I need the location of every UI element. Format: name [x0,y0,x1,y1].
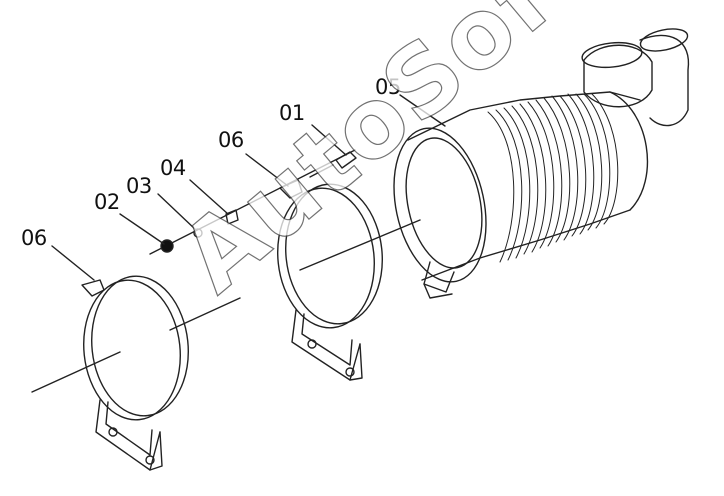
air-filter-body [381,25,690,298]
leader-05 [400,95,445,126]
bolt-axis-line [150,150,355,254]
label-01: 01 [279,101,305,125]
nut-part [161,240,173,252]
clamp-left [77,271,195,470]
label-05: 05 [375,75,401,99]
label-02: 02 [94,190,120,214]
leader-01 [312,125,346,155]
spring-washer-part [226,210,238,224]
clamp-right [271,179,389,380]
leader-06-left [52,246,94,280]
leader-06-right [246,154,288,186]
leader-03 [158,194,196,230]
label-06-right: 06 [218,128,244,152]
leader-02 [120,214,164,244]
label-04: 04 [160,156,186,180]
label-03: 03 [126,174,152,198]
flat-washer-part [194,229,202,237]
leader-04 [190,180,228,214]
label-06-left: 06 [21,226,47,250]
